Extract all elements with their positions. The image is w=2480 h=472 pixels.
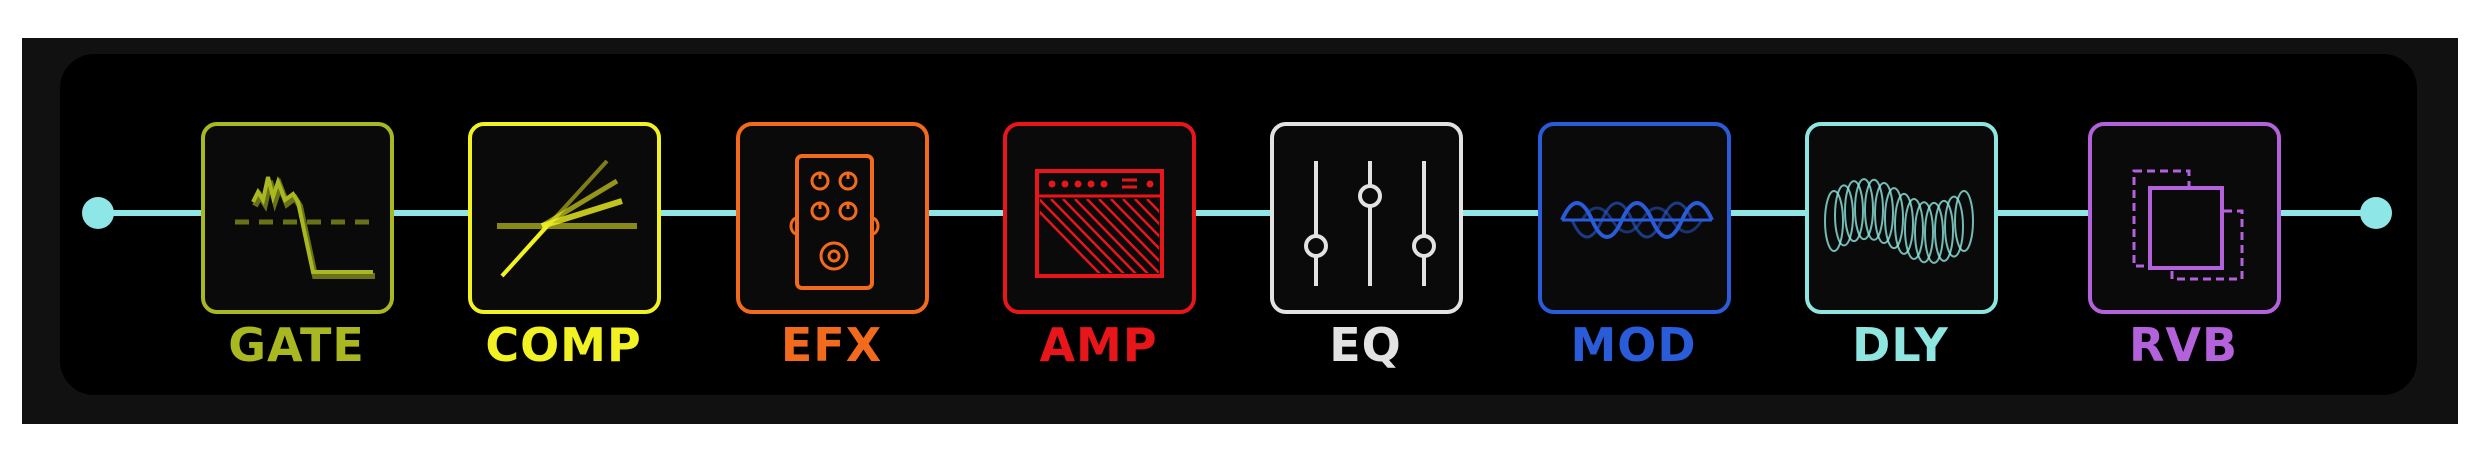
block-label: EQ <box>1329 318 1402 372</box>
eq-sliders-icon <box>1304 161 1436 286</box>
block-label: AMP <box>1039 318 1158 372</box>
block-button[interactable] <box>736 122 929 314</box>
block-mod[interactable]: MOD <box>1538 122 1731 382</box>
modulation-wave-icon <box>1560 201 1714 239</box>
delay-spring-icon <box>1824 178 1974 264</box>
block-button[interactable] <box>1538 122 1731 314</box>
block-amp[interactable]: AMP <box>1003 122 1196 382</box>
block-button[interactable] <box>1003 122 1196 314</box>
output-node[interactable] <box>2360 197 2392 229</box>
block-button[interactable] <box>1805 122 1998 314</box>
gate-icon <box>235 176 375 279</box>
block-label: MOD <box>1570 318 1697 372</box>
block-label: GATE <box>228 318 365 372</box>
pedal-icon <box>789 154 880 290</box>
block-dly[interactable]: DLY <box>1805 122 1998 382</box>
block-button[interactable] <box>201 122 394 314</box>
signal-path-line <box>98 210 2376 216</box>
amplifier-icon <box>1035 169 1164 278</box>
block-efx[interactable]: EFX <box>736 122 929 382</box>
block-button[interactable] <box>1270 122 1463 314</box>
block-eq[interactable]: EQ <box>1270 122 1463 382</box>
block-comp[interactable]: COMP <box>468 122 661 382</box>
compressor-icon <box>497 159 637 278</box>
block-label: RVB <box>2128 318 2239 372</box>
block-button[interactable] <box>2088 122 2281 314</box>
block-rvb[interactable]: RVB <box>2088 122 2281 382</box>
block-label: DLY <box>1852 318 1949 372</box>
block-gate[interactable]: GATE <box>201 122 394 382</box>
block-label: EFX <box>780 318 883 372</box>
block-button[interactable] <box>468 122 661 314</box>
reverb-squares-icon <box>2132 169 2244 281</box>
input-node[interactable] <box>82 197 114 229</box>
block-label: COMP <box>485 318 642 372</box>
signal-chain-track <box>60 54 2417 395</box>
